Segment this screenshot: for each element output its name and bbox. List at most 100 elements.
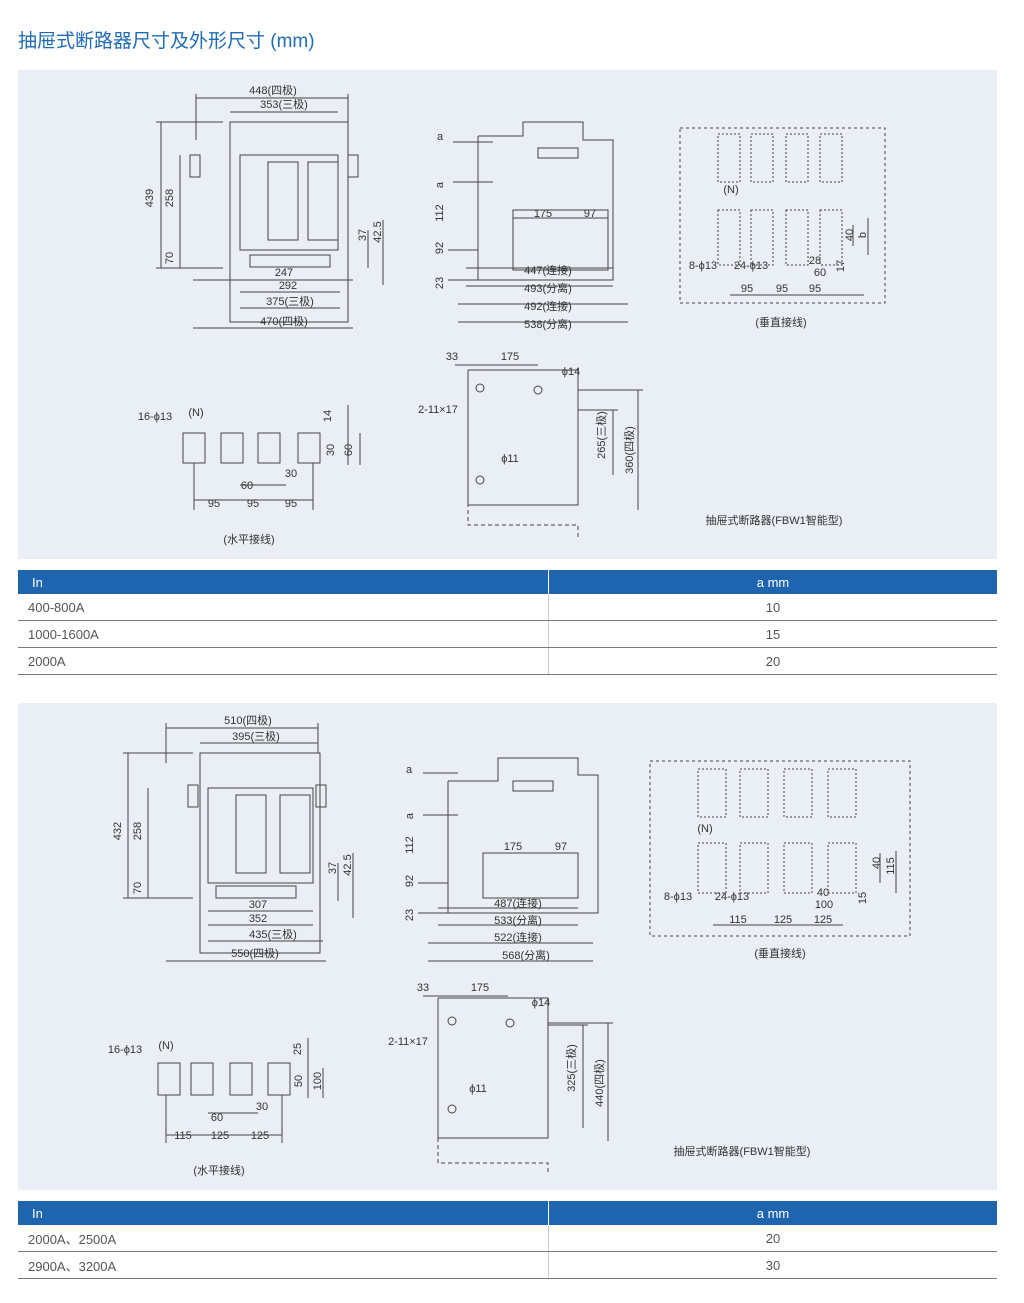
front-width-3p: 353(三极) [260,97,308,111]
vertical-dim-60: 60 [814,267,826,279]
side-l1: 447(连接) [524,264,572,277]
front-height-mid: 258 [164,189,176,207]
vertical-pitch-2: 125 [774,914,792,926]
table-cell-a: 30 [548,1251,997,1279]
vertical-pitch-3: 125 [814,914,832,926]
side-l3: 522(连接) [494,931,542,944]
horizontal-h3: 60 [343,444,355,456]
side-a-top: a [437,131,444,143]
horizontal-h1: 25 [292,1043,304,1055]
front-depth-37: 37 [357,229,369,241]
front-width-4p: 448(四极) [249,83,297,97]
table-cell-a: 15 [548,620,997,648]
table-row: 1000-1600A 15 [18,620,997,648]
horizontal-w1: 30 [256,1101,268,1113]
cut-x2: 175 [471,982,489,994]
vertical-dim-15: 15 [857,892,869,904]
front-width-3p: 395(三极) [232,729,280,743]
drawing-panel-1: 448(四极) 353(三极) 439 258 70 37 42.5 247 2… [18,70,997,559]
cut-caption: 抽屉式断路器(FBW1智能型) [674,1144,811,1158]
front-bottom-3: 435(三极) [249,927,297,941]
drawing-panel-2: 510(四极) 395(三极) 432 258 70 37 42.5 307 3… [18,703,997,1190]
table-row: 2900A、3200A 30 [18,1251,997,1279]
side-s1: 175 [534,208,552,220]
table-cell-in: 2000A、2500A [18,1225,549,1252]
vertical-dim-28: 28 [809,255,821,267]
cut-h2: 440(四极) [592,1059,606,1107]
front-depth-42: 42.5 [372,221,384,242]
front-width-4p: 510(四极) [224,713,272,727]
vertical-holes-1: 8-ϕ13 [689,260,717,272]
horizontal-h2: 50 [293,1075,305,1087]
horizontal-p2: 125 [211,1130,229,1142]
horizontal-h3: 100 [312,1072,324,1090]
side-l4: 538(分离) [524,317,572,331]
front-height-low: 70 [164,252,176,264]
side-h1: 112 [404,836,416,854]
vertical-pitch-3: 95 [809,283,821,295]
table-header-in: In [18,570,549,594]
horizontal-caption: (水平接线) [193,1163,244,1177]
side-h3: 23 [434,277,446,289]
cut-h2: 360(四极) [622,426,636,474]
horizontal-w2: 60 [211,1112,223,1124]
table-cell-in: 1000-1600A [18,620,549,648]
cut-x2: 175 [501,351,519,363]
side-a-top: a [406,764,413,776]
horizontal-n: (N) [158,1040,173,1052]
front-height-low: 70 [132,882,144,894]
cut-h1: 325(三极) [564,1044,578,1092]
front-bottom-3: 375(三极) [266,294,314,308]
vertical-dim-40b: 40 [871,857,883,869]
vertical-dim-40: 40 [817,887,829,899]
table-row: 2000A、2500A 20 [18,1225,997,1252]
vertical-n: (N) [723,184,738,196]
side-s2: 97 [584,208,596,220]
vertical-pitch-2: 95 [776,283,788,295]
vertical-holes-1: 8-ϕ13 [664,891,692,903]
horizontal-p2: 95 [247,498,259,510]
vertical-pitch-1: 95 [741,283,753,295]
vertical-dim-100: 100 [815,899,833,911]
side-h1: 112 [434,204,446,222]
vertical-pitch-1: 115 [729,914,747,926]
front-bottom-1: 247 [275,267,293,279]
side-h2: 92 [404,875,416,887]
side-l4: 568(分离) [502,948,550,962]
side-l2: 533(分离) [494,913,542,927]
cut-h1: 265(三极) [594,411,608,459]
side-s1: 175 [504,841,522,853]
dimension-drawing-2: 510(四极) 395(三极) 432 258 70 37 42.5 307 3… [108,713,911,1177]
front-bottom-4: 470(四极) [260,314,308,328]
front-height-total: 432 [112,822,124,840]
dimension-drawing-1: 448(四极) 353(三极) 439 258 70 37 42.5 247 2… [138,83,886,546]
table-header-a: a mm [548,570,997,594]
front-height-total: 439 [144,189,156,207]
page-title: 抽屉式断路器尺寸及外形尺寸 (mm) [18,31,315,52]
side-h3: 23 [404,909,416,921]
horizontal-p1: 95 [208,498,220,510]
horizontal-p3: 95 [285,498,297,510]
side-l2: 493(分离) [524,281,572,295]
vertical-caption: (垂直接线) [754,946,805,960]
vertical-caption: (垂直接线) [755,315,806,329]
front-view-body [229,121,349,323]
side-l1: 487(连接) [494,897,542,910]
cut-phi14: ϕ14 [562,366,580,378]
horizontal-p1: 115 [174,1130,192,1142]
vertical-dim-115: 115 [885,857,897,875]
table-cell-in: 2900A、3200A [18,1251,549,1279]
vertical-dim-40: 40 [844,229,856,241]
horizontal-w2: 60 [241,480,253,492]
table-cell-a: 20 [548,1225,997,1252]
front-height-mid: 258 [132,822,144,840]
horizontal-w1: 30 [285,468,297,480]
vertical-holes-2: 24-ϕ13 [734,260,768,272]
cut-phi11: ϕ11 [501,453,519,465]
side-a-mid: a [404,812,416,819]
front-bottom-2: 352 [249,913,267,925]
front-depth-42: 42.5 [342,854,354,875]
front-bottom-4: 550(四极) [231,946,279,960]
vertical-n: (N) [697,823,712,835]
horizontal-p3: 125 [251,1130,269,1142]
